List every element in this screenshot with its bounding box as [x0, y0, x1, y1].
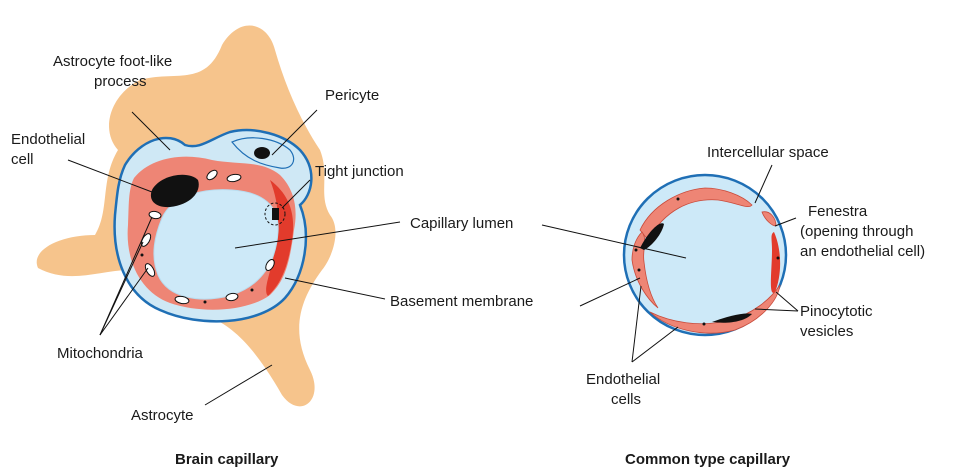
label-fenestra-line1: Fenestra: [808, 203, 868, 220]
vesicle-dot: [635, 249, 638, 252]
label-intercellular-space: Intercellular space: [707, 144, 829, 161]
label-capillary-lumen: Capillary lumen: [410, 215, 513, 232]
vesicle-dot: [677, 198, 680, 201]
tight-junction-marker: [272, 208, 279, 220]
label-pericyte: Pericyte: [325, 87, 379, 104]
label-endothelial-line2: cell: [11, 151, 34, 168]
label-astrocyte-foot-line2: process: [94, 73, 147, 90]
label-endothelial-cells-line1: Endothelial: [586, 371, 660, 388]
vesicle-dot: [141, 254, 144, 257]
caption-common-capillary: Common type capillary: [625, 451, 791, 468]
label-astrocyte: Astrocyte: [131, 407, 194, 424]
label-fenestra-line3: an endothelial cell): [800, 243, 925, 260]
label-pinocytotic-line2: vesicles: [800, 323, 853, 340]
label-mitochondria: Mitochondria: [57, 345, 144, 362]
label-endothelial-cells-line2: cells: [611, 391, 641, 408]
vesicle-dot: [251, 289, 254, 292]
common-capillary-figure: [624, 175, 786, 335]
vesicle-dot: [777, 257, 780, 260]
vesicle-dot: [703, 323, 706, 326]
vesicle-dot: [638, 269, 641, 272]
label-tight-junction: Tight junction: [315, 163, 404, 180]
label-endothelial-line1: Endothelial: [11, 131, 85, 148]
vesicle-dot: [204, 301, 207, 304]
label-astrocyte-foot-line1: Astrocyte foot-like: [53, 53, 172, 70]
pericyte-nucleus: [254, 147, 270, 159]
label-basement-membrane: Basement membrane: [390, 293, 533, 310]
label-pinocytotic-line1: Pinocytotic: [800, 303, 873, 320]
caption-brain-capillary: Brain capillary: [175, 451, 279, 468]
label-fenestra-line2: (opening through: [800, 223, 913, 240]
